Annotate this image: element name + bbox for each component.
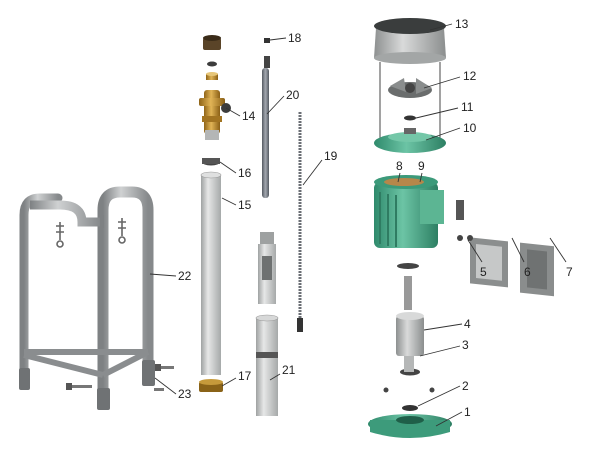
part-label-8: 8 [396, 159, 403, 173]
part-label-6: 6 [524, 265, 531, 279]
rotor-assembly [368, 263, 452, 438]
part-label-23: 23 [178, 387, 192, 401]
rod-assembly [255, 38, 303, 416]
part-label-20: 20 [286, 88, 300, 102]
part-labels: 1 2 3 4 5 6 7 8 9 10 11 12 13 14 15 16 1… [178, 17, 573, 419]
part-label-22: 22 [178, 269, 192, 283]
part-label-10: 10 [463, 121, 477, 135]
part-label-15: 15 [238, 198, 252, 212]
part-label-3: 3 [462, 338, 469, 352]
part-label-5: 5 [480, 265, 487, 279]
part-label-9: 9 [418, 159, 425, 173]
motor-body-assembly [374, 175, 554, 297]
check-valve-body [204, 90, 220, 134]
support-frame [19, 186, 174, 410]
part-label-19: 19 [324, 149, 338, 163]
part-label-18: 18 [288, 31, 302, 45]
column-pipe-assembly [199, 35, 231, 392]
motor-top-assembly [374, 18, 446, 153]
column-pipe [201, 175, 221, 375]
part-label-16: 16 [238, 166, 252, 180]
part-label-2: 2 [462, 379, 469, 393]
part-label-17: 17 [238, 369, 252, 383]
part-label-1: 1 [464, 405, 471, 419]
part-label-21: 21 [282, 363, 296, 377]
part-label-14: 14 [242, 109, 256, 123]
part-label-4: 4 [464, 317, 471, 331]
part-label-11: 11 [461, 100, 474, 114]
leader-lines [149, 23, 567, 427]
part-label-13: 13 [455, 17, 469, 31]
part-label-7: 7 [566, 265, 573, 279]
part-label-12: 12 [463, 69, 477, 83]
